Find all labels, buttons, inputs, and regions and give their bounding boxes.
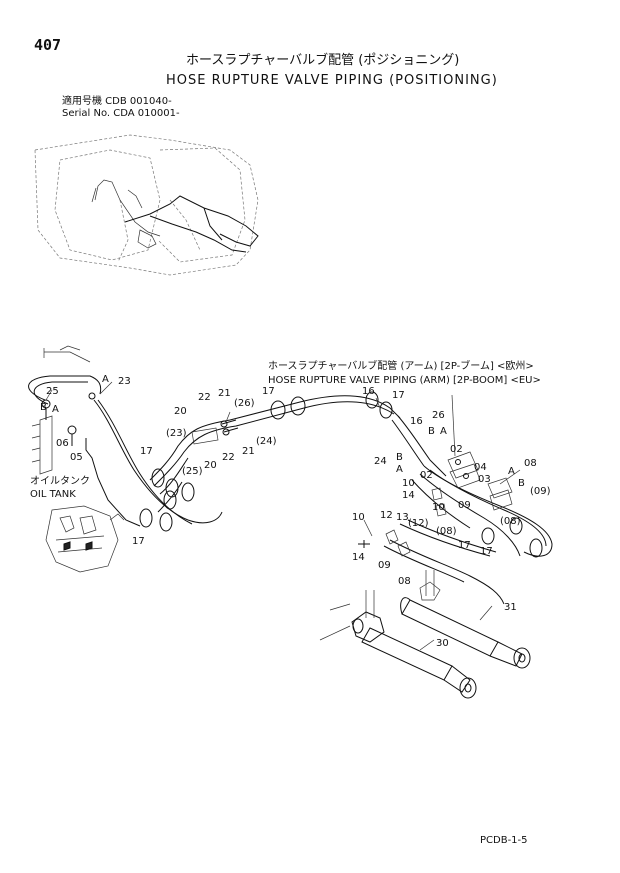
cylinder-assembly	[319, 570, 531, 699]
part-label: 10	[432, 502, 445, 513]
part-label: 17	[392, 390, 405, 401]
part-label: 17	[140, 446, 153, 457]
part-label: 25	[46, 386, 59, 397]
part-label: 16	[410, 416, 423, 427]
part-label: 22	[222, 452, 235, 463]
part-label: (08)	[500, 516, 521, 527]
part-label: 23	[118, 376, 131, 387]
part-label: A	[396, 464, 403, 475]
part-label: 26	[432, 410, 445, 421]
part-label: 03	[478, 474, 491, 485]
page-title: HOSE RUPTURE VALVE PIPING (POSITIONING)	[166, 73, 498, 88]
part-label: 09	[458, 500, 471, 511]
arm-piping-callout: HOSE RUPTURE VALVE PIPING (ARM) [2P-BOOM…	[268, 375, 541, 386]
part-label: 16	[362, 386, 375, 397]
part-label: 08	[398, 576, 411, 587]
part-labels: 25 B A 06 05 A 23 20 22 21 (26) 17 16 17…	[40, 374, 551, 649]
leader-lines	[45, 381, 521, 651]
part-label: A	[440, 426, 447, 437]
part-label: 09	[378, 560, 391, 571]
part-label: 06	[56, 438, 69, 449]
boom-piping	[139, 391, 401, 532]
part-label: (08)	[436, 526, 457, 537]
part-label: A	[508, 466, 515, 477]
part-label: 30	[436, 638, 449, 649]
part-label: B	[40, 402, 47, 413]
part-label: 22	[198, 392, 211, 403]
part-label: 20	[174, 406, 187, 417]
oil-tank-assembly	[28, 345, 223, 573]
part-label: 12	[380, 510, 393, 521]
part-label: 08	[524, 458, 537, 469]
part-label: 17	[458, 540, 471, 551]
serial-number-jp: 適用号機 CDB 001040-	[62, 96, 172, 107]
part-label: (09)	[530, 486, 551, 497]
part-label: 31	[504, 602, 517, 613]
part-label: (23)	[166, 428, 187, 439]
part-label: (12)	[408, 518, 429, 529]
part-label: 14	[352, 552, 365, 563]
part-label: 13	[396, 512, 409, 523]
part-label: A	[102, 374, 109, 385]
part-label: (24)	[256, 436, 277, 447]
part-label: 21	[218, 388, 231, 399]
arm-piping-callout-jp: ホースラプチャーバルブ配管 (アーム) [2P-ブーム] <欧州>	[268, 359, 534, 372]
oil-tank-label: OIL TANK	[30, 489, 76, 500]
page-number: 407	[34, 36, 62, 54]
part-label: 04	[474, 462, 487, 473]
part-label: 10	[352, 512, 365, 523]
part-label: (25)	[182, 466, 203, 477]
part-label: B	[396, 452, 403, 463]
arm-piping	[358, 415, 553, 605]
part-label: 10	[402, 478, 415, 489]
part-label: 14	[402, 490, 415, 501]
part-label: B	[518, 478, 525, 489]
part-label: 20	[204, 460, 217, 471]
part-label: 21	[242, 446, 255, 457]
part-label: 24	[374, 456, 387, 467]
serial-number: Serial No. CDA 010001-	[62, 108, 180, 119]
part-label: 02	[420, 470, 433, 481]
part-label: 02	[450, 444, 463, 455]
part-label: 17	[132, 536, 145, 547]
footer-code: PCDB-1-5	[480, 835, 528, 846]
machine-overview-sketch	[34, 134, 259, 276]
page-title-jp: ホースラプチャーバルブ配管 (ポジショニング)	[186, 53, 460, 68]
part-label: A	[52, 404, 59, 415]
part-label: 17	[480, 546, 493, 557]
part-label: 17	[262, 386, 275, 397]
part-label: 05	[70, 452, 83, 463]
part-label: (26)	[234, 398, 255, 409]
part-label: B	[428, 426, 435, 437]
oil-tank-label-jp: オイルタンク	[30, 475, 90, 487]
